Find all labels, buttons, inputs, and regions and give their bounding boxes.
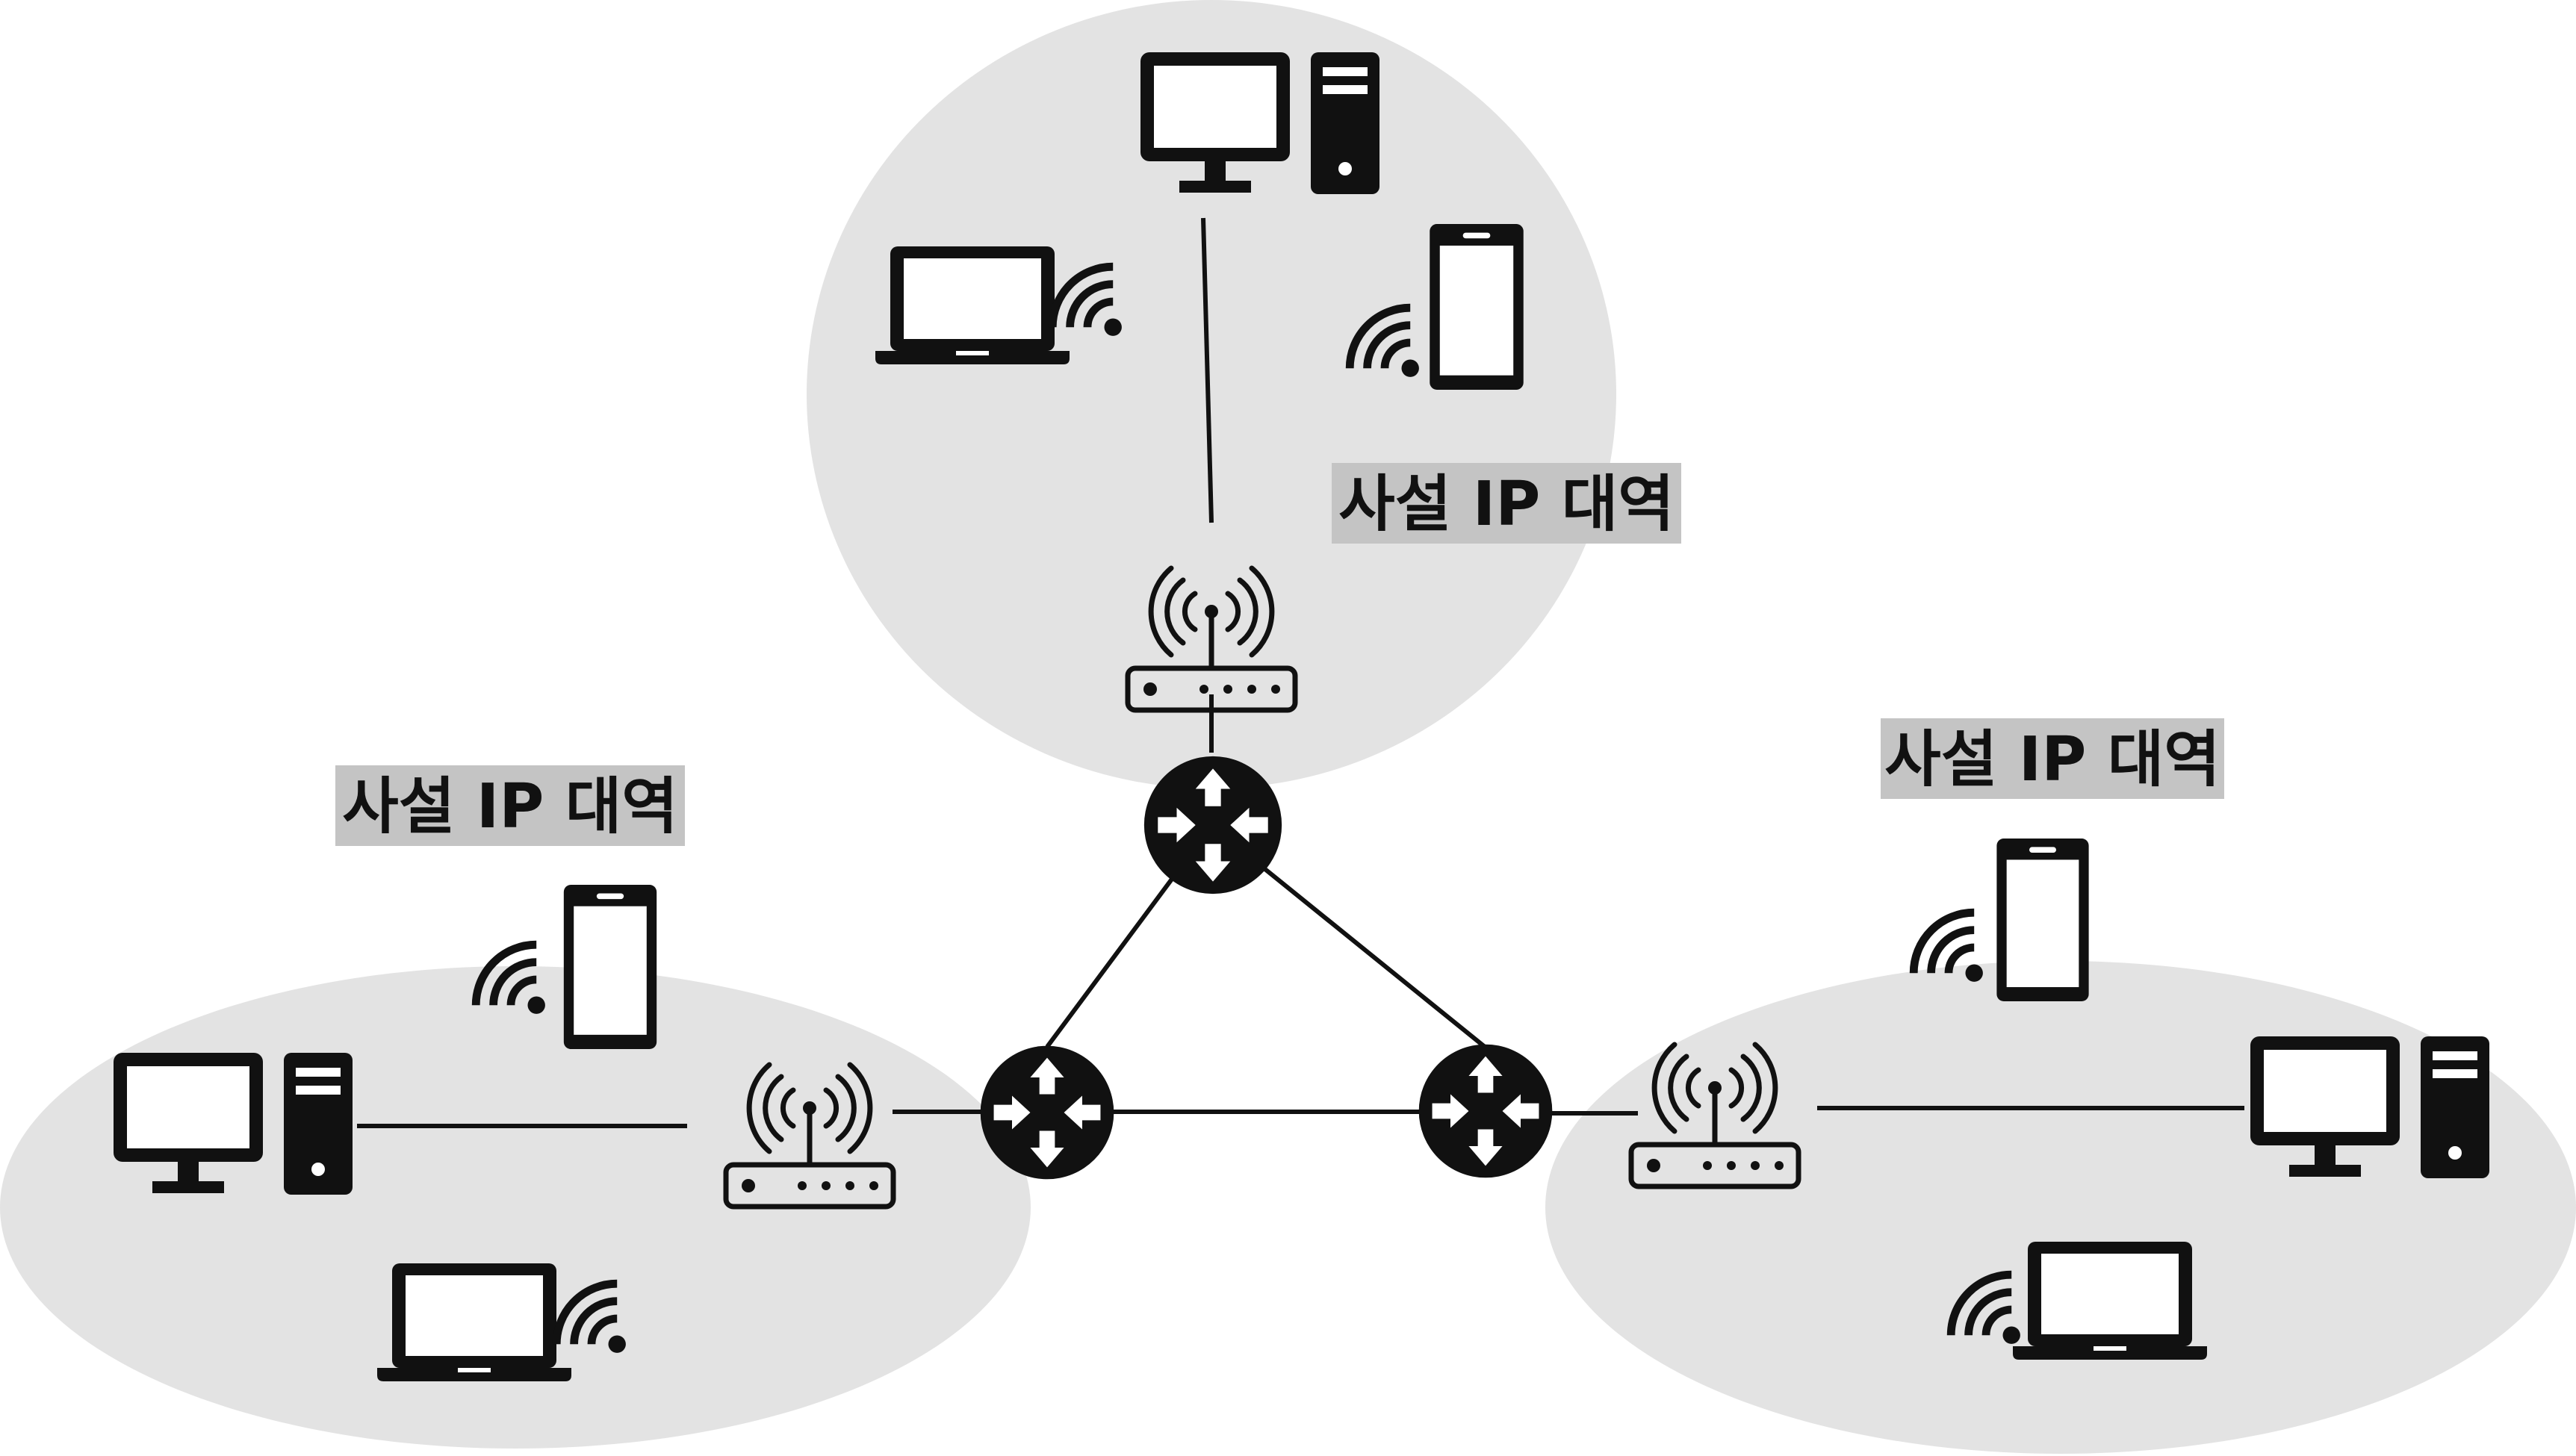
smartphone-icon [1430,224,1524,390]
laptop-icon [2013,1242,2207,1360]
zone-top-label-bg [1332,463,1681,544]
smartphone-icon [1996,839,2089,1001]
router-icon [1418,1044,1553,1178]
zone-right-ellipse [1545,961,2576,1454]
router-icon [980,1045,1114,1180]
zone-left-label-bg [335,765,685,846]
laptop-icon [875,246,1070,364]
zone-left-label: 사설 IP 대역 [342,771,677,842]
laptop-icon [377,1263,571,1381]
zone-top-ellipse [807,0,1616,788]
smartphone-icon [563,885,657,1049]
link-top-desktop-ap [1201,217,1214,523]
zone-right-label: 사설 IP 대역 [1884,724,2220,795]
zone-top-label: 사설 IP 대역 [1338,469,1674,540]
router-icon [1143,756,1282,895]
zone-right-label-bg [1881,718,2224,799]
